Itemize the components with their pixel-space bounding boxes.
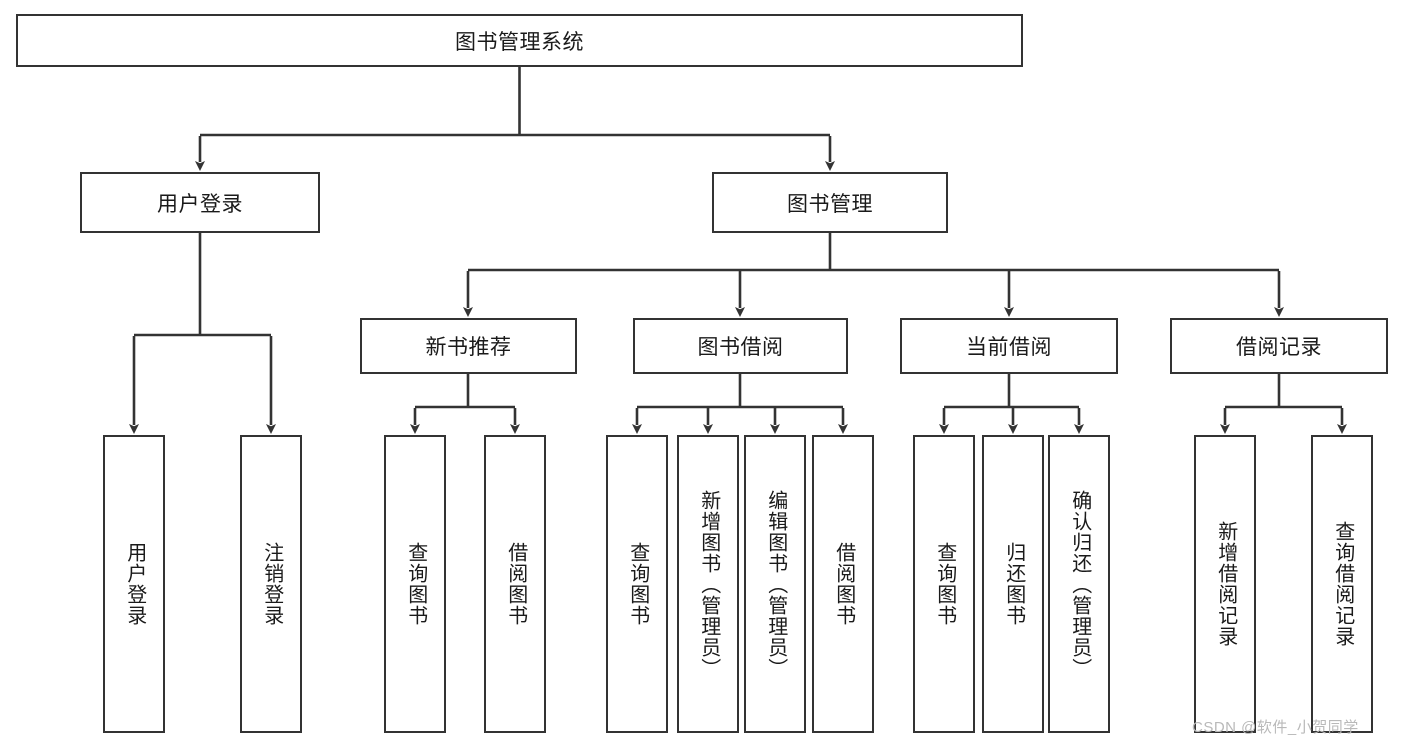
node-label: 图书借阅 bbox=[697, 336, 784, 359]
node-borrow-record[interactable]: 借阅记录 bbox=[1170, 318, 1388, 374]
node-add-book-admin[interactable]: 新增图书（管理员） bbox=[677, 435, 739, 733]
node-label: 编辑图书（管理员） bbox=[764, 489, 787, 679]
node-label: 当前借阅 bbox=[966, 336, 1052, 359]
node-confirm-return-admin[interactable]: 确认归还（管理员） bbox=[1048, 435, 1110, 733]
node-current-borrow[interactable]: 当前借阅 bbox=[900, 318, 1118, 374]
node-user-login[interactable]: 用户登录 bbox=[80, 172, 320, 233]
node-label: 归还图书 bbox=[1002, 542, 1025, 626]
node-label: 图书管理系统 bbox=[455, 30, 584, 54]
node-label: 用户登录 bbox=[157, 192, 243, 216]
node-borrow-book-2[interactable]: 借阅图书 bbox=[812, 435, 874, 733]
node-borrow-book-1[interactable]: 借阅图书 bbox=[484, 435, 546, 733]
node-label: 查询图书 bbox=[626, 542, 649, 626]
node-label: 借阅图书 bbox=[504, 542, 527, 626]
node-query-book-3[interactable]: 查询图书 bbox=[913, 435, 975, 733]
node-query-book-2[interactable]: 查询图书 bbox=[606, 435, 668, 733]
node-label: 注销登录 bbox=[260, 542, 283, 626]
node-label: 查询借阅记录 bbox=[1331, 521, 1354, 647]
node-label: 查询图书 bbox=[404, 542, 427, 626]
node-label: 新增图书（管理员） bbox=[697, 489, 720, 679]
node-label: 查询图书 bbox=[933, 542, 956, 626]
node-label: 借阅图书 bbox=[832, 542, 855, 626]
node-query-book-1[interactable]: 查询图书 bbox=[384, 435, 446, 733]
node-label: 新增借阅记录 bbox=[1214, 521, 1237, 647]
node-label: 新书推荐 bbox=[425, 336, 512, 359]
node-add-borrow-record[interactable]: 新增借阅记录 bbox=[1194, 435, 1256, 733]
node-return-book[interactable]: 归还图书 bbox=[982, 435, 1044, 733]
node-book-borrow[interactable]: 图书借阅 bbox=[633, 318, 848, 374]
node-label: 借阅记录 bbox=[1236, 336, 1322, 359]
node-label: 图书管理 bbox=[787, 192, 873, 216]
node-root[interactable]: 图书管理系统 bbox=[16, 14, 1023, 67]
node-new-book-recommend[interactable]: 新书推荐 bbox=[360, 318, 577, 374]
node-label: 用户登录 bbox=[123, 542, 146, 626]
node-label: 确认归还（管理员） bbox=[1068, 489, 1091, 679]
watermark: CSDN @软件_小贺同学 bbox=[1192, 719, 1359, 736]
node-book-manage[interactable]: 图书管理 bbox=[712, 172, 948, 233]
node-query-borrow-record[interactable]: 查询借阅记录 bbox=[1311, 435, 1373, 733]
node-edit-book-admin[interactable]: 编辑图书（管理员） bbox=[744, 435, 806, 733]
node-user-login-do[interactable]: 用户登录 bbox=[103, 435, 165, 733]
node-user-logout[interactable]: 注销登录 bbox=[240, 435, 302, 733]
